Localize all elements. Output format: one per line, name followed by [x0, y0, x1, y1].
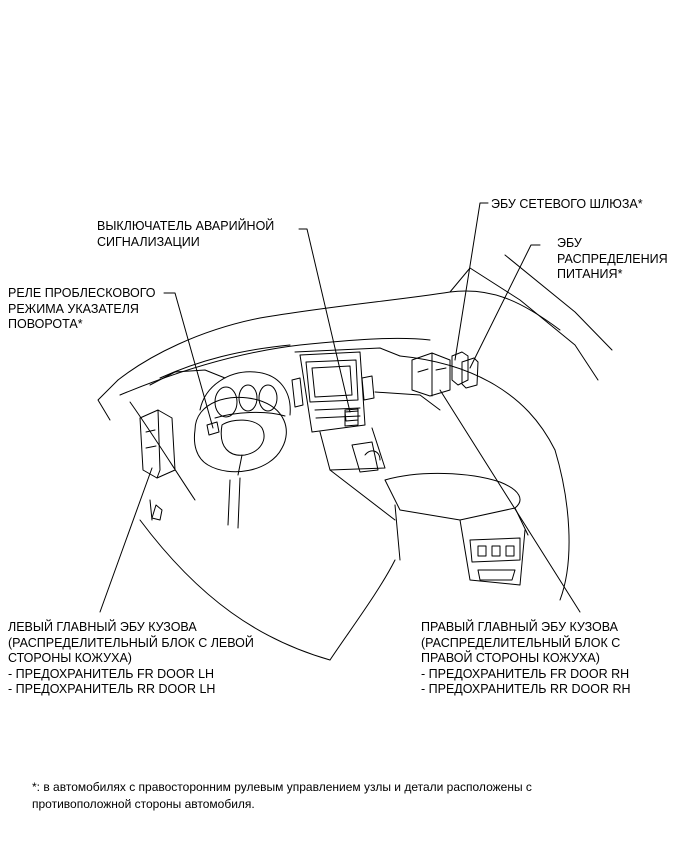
- label-line: РЕЛЕ ПРОБЛЕСКОВОГО: [8, 286, 156, 300]
- label-line: - ПРЕДОХРАНИТЕЛЬ RR DOOR LH: [8, 682, 216, 696]
- label-line: - ПРЕДОХРАНИТЕЛЬ RR DOOR RH: [421, 682, 631, 696]
- label-line: - ПРЕДОХРАНИТЕЛЬ FR DOOR RH: [421, 666, 630, 681]
- label-line: РАСПРЕДЕЛЕНИЯ: [557, 251, 668, 266]
- footnote-line: *: в автомобилях с правосторонним рулевы…: [32, 780, 532, 794]
- power-dist-ecu-component: [461, 357, 479, 389]
- hazard-switch-component: [344, 410, 359, 422]
- center-stack: [291, 351, 396, 521]
- label-line: ЭБУ: [557, 236, 582, 250]
- label-line: (РАСПРЕДЕЛИТЕЛЬНЫЙ БЛОК С: [421, 635, 621, 650]
- label-line: ВЫКЛЮЧАТЕЛЬ АВАРИЙНОЙ: [97, 219, 275, 233]
- left-body-ecu-label: ЛЕВЫЙ ГЛАВНЫЙ ЭБУ КУЗОВА (РАСПРЕДЕЛИТЕЛЬ…: [8, 620, 254, 698]
- flasher-relay-component: [206, 421, 220, 436]
- label-line: ПОВОРОТА*: [8, 317, 83, 331]
- left-body-ecu-component: [139, 409, 176, 521]
- steering-wheel: [193, 396, 287, 529]
- center-console: [384, 472, 529, 586]
- label-line: ПИТАНИЯ*: [557, 267, 623, 281]
- hazard-switch-label: ВЫКЛЮЧАТЕЛЬ АВАРИЙНОЙ СИГНАЛИЗАЦИИ: [97, 219, 274, 250]
- leader-lines: [99, 202, 581, 613]
- footnote-line: противоположной стороны автомобиля.: [32, 797, 255, 811]
- label-line: ПРАВОЙ СТОРОНЫ КОЖУХА): [421, 651, 600, 665]
- label-line: СИГНАЛИЗАЦИИ: [97, 234, 200, 249]
- right-body-ecu-component: [411, 352, 451, 397]
- dashboard-top: [119, 337, 431, 501]
- label-line: СТОРОНЫ КОЖУХА): [8, 651, 132, 665]
- passenger-dash: [139, 355, 570, 661]
- instrument-cluster: [199, 371, 291, 419]
- label-line: (РАСПРЕДЕЛИТЕЛЬНЫЙ БЛОК С ЛЕВОЙ: [8, 635, 254, 650]
- right-body-ecu-label: ПРАВЫЙ ГЛАВНЫЙ ЭБУ КУЗОВА (РАСПРЕДЕЛИТЕЛ…: [421, 620, 631, 698]
- label-line: ЭБУ СЕТЕВОГО ШЛЮЗА*: [491, 197, 643, 211]
- label-line: - ПРЕДОХРАНИТЕЛЬ FR DOOR LH: [8, 666, 215, 681]
- flasher-relay-label: РЕЛЕ ПРОБЛЕСКОВОГО РЕЖИМА УКАЗАТЕЛЯ ПОВО…: [8, 286, 156, 333]
- label-line: ЛЕВЫЙ ГЛАВНЫЙ ЭБУ КУЗОВА: [8, 620, 197, 634]
- gateway-ecu-label: ЭБУ СЕТЕВОГО ШЛЮЗА*: [491, 197, 643, 213]
- windshield-outline: [97, 254, 613, 421]
- label-line: РЕЖИМА УКАЗАТЕЛЯ: [8, 301, 139, 316]
- gateway-ecu-component: [451, 351, 469, 386]
- label-line: ПРАВЫЙ ГЛАВНЫЙ ЭБУ КУЗОВА: [421, 620, 618, 634]
- power-distribution-ecu-label: ЭБУ РАСПРЕДЕЛЕНИЯ ПИТАНИЯ*: [557, 236, 668, 283]
- footnote: *: в автомобилях с правосторонним рулевы…: [32, 779, 532, 813]
